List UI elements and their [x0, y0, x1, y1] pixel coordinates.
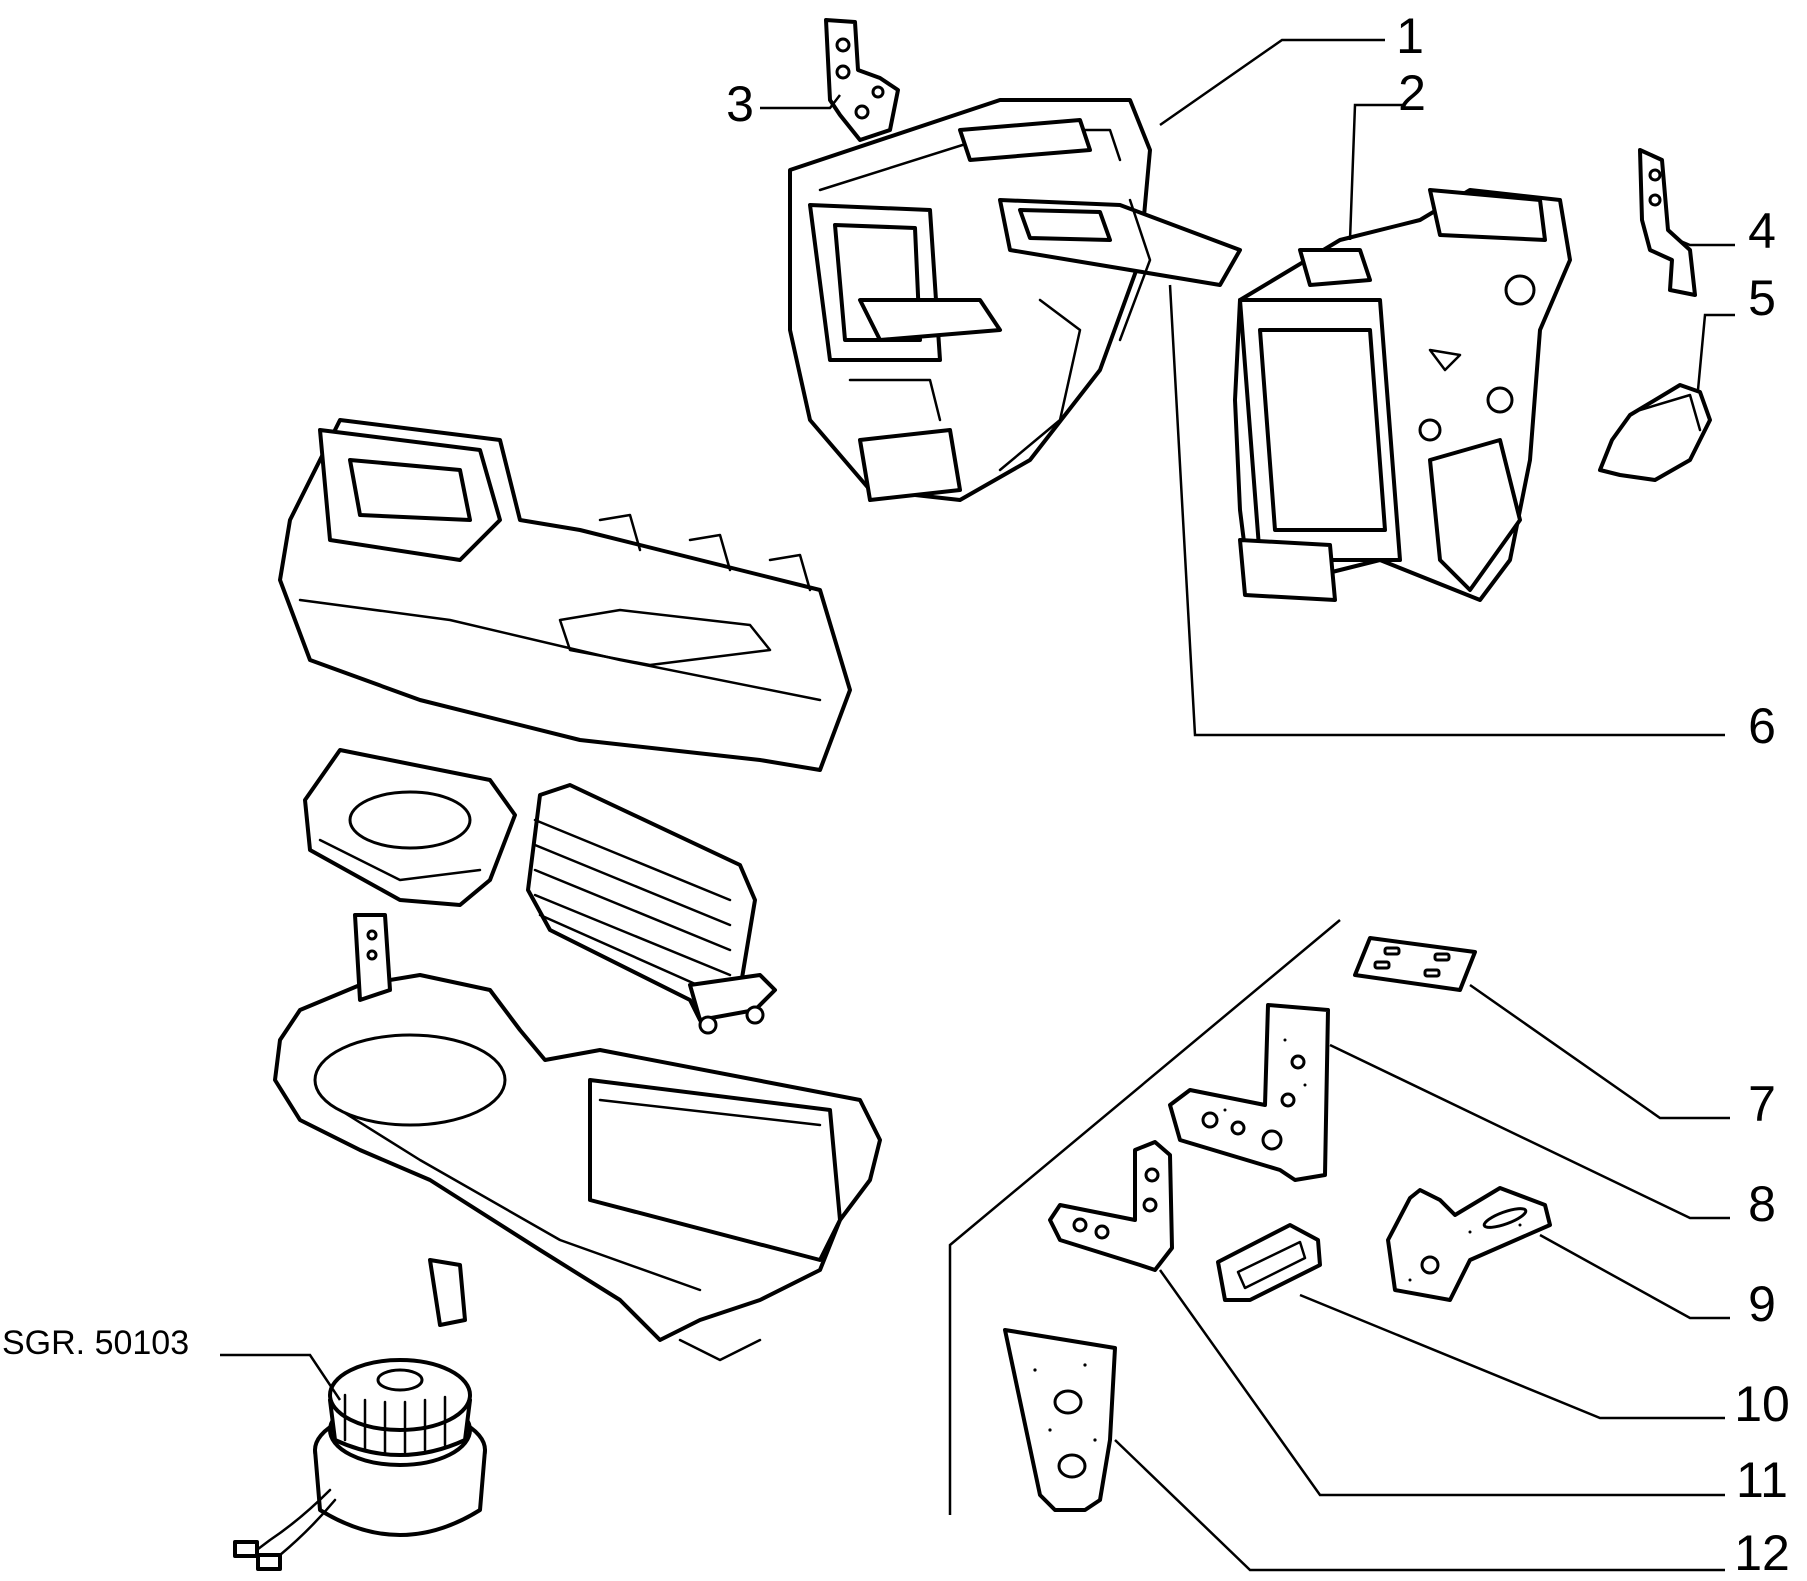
reference-label: SGR. 50103 — [2, 1324, 189, 1362]
callout-8: 8 — [1748, 1176, 1776, 1232]
callout-9: 9 — [1748, 1276, 1776, 1332]
leader-3 — [760, 94, 841, 110]
part-2-housing — [1233, 188, 1572, 602]
leader-6 — [1168, 284, 1725, 737]
fan-frame — [303, 748, 517, 907]
leader-10 — [1299, 1293, 1725, 1420]
leader-ref — [220, 1353, 342, 1401]
part-11-bracket — [1048, 1140, 1174, 1272]
callout-7: 7 — [1748, 1076, 1776, 1132]
part-10-gasket — [1216, 1223, 1322, 1302]
leader-5 — [1696, 313, 1735, 391]
leader-7 — [1469, 983, 1730, 1120]
callout-labels: 1 2 3 4 5 6 7 8 9 10 11 12 SGR. 50103 — [2, 8, 1790, 1581]
leader-lines — [220, 38, 1735, 1572]
blower-motor — [233, 1358, 487, 1571]
leader-9 — [1539, 1233, 1730, 1320]
callout-1: 1 — [1396, 8, 1424, 64]
callout-12: 12 — [1734, 1525, 1790, 1581]
leader-12 — [1114, 1439, 1725, 1572]
callout-4: 4 — [1748, 203, 1776, 259]
part-5-cover — [1598, 383, 1712, 482]
leader-11 — [1158, 1269, 1725, 1497]
callout-11: 11 — [1736, 1452, 1788, 1508]
part-9-bracket — [1386, 1186, 1552, 1302]
leader-1 — [1159, 38, 1385, 127]
leader-4 — [1677, 238, 1735, 247]
part-4-bracket — [1638, 148, 1697, 297]
part-3-bracket — [824, 18, 900, 142]
callout-3: 3 — [726, 76, 754, 132]
callout-2: 2 — [1398, 65, 1426, 121]
part-7-plate — [1353, 936, 1477, 992]
leader-8 — [1329, 1043, 1730, 1220]
kit-frame — [948, 919, 1341, 1515]
part-12-pad — [1003, 1328, 1117, 1512]
callout-6: 6 — [1748, 698, 1776, 754]
callout-5: 5 — [1748, 270, 1776, 326]
part-1-housing — [788, 98, 1242, 502]
part-8-bracket — [1168, 1003, 1330, 1182]
upper-distributor-cover — [278, 418, 852, 772]
lower-heater-housing — [273, 913, 882, 1362]
leader-2 — [1348, 103, 1405, 241]
callout-10: 10 — [1734, 1376, 1790, 1432]
evaporator-core — [526, 783, 777, 1035]
